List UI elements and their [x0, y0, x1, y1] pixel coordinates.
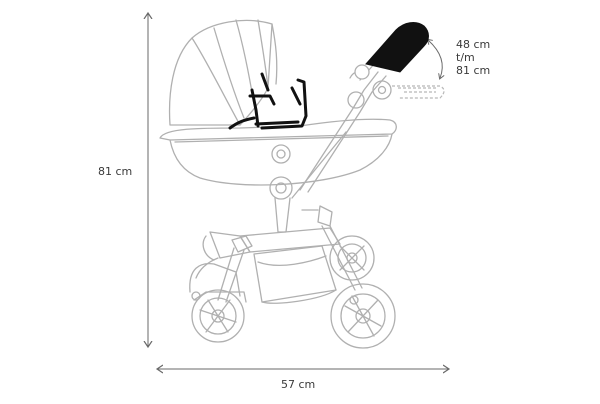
chassis: [195, 197, 363, 303]
front-right-wheel-upper: [329, 235, 375, 281]
handle-max-label: 81 cm: [456, 64, 491, 77]
handle-frame: [291, 61, 392, 199]
width-label: 57 cm: [281, 378, 316, 391]
handle-grip: [365, 22, 429, 73]
rear-left-wheel: [189, 262, 247, 343]
handle-min-label: 48 cm: [456, 38, 491, 51]
storage-basket: [253, 245, 337, 304]
handle-connector-label: t/m: [456, 51, 475, 64]
curved-arrow-icon: [428, 40, 442, 78]
handle-low-position: [392, 85, 445, 99]
height-label: 81 cm: [98, 165, 133, 178]
canopy: [168, 19, 278, 126]
front-right-wheel-lower: [330, 283, 396, 349]
carrycot: [159, 118, 397, 186]
frame-hinge-lower: [269, 176, 293, 200]
handle-range-label: 48 cm t/m 81 cm: [456, 38, 490, 77]
harness: [228, 72, 308, 130]
frame-hinge-upper: [271, 144, 291, 164]
